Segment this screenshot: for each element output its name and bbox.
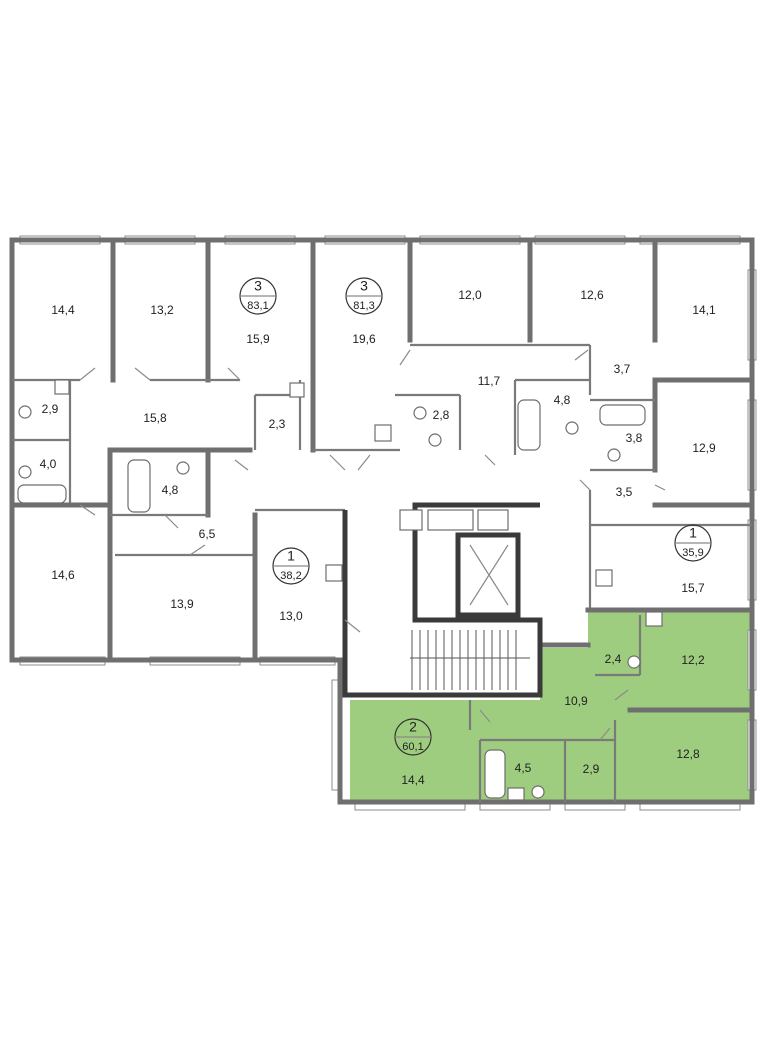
apartment-marker-2[interactable]: 2 60,1 <box>394 718 432 756</box>
room-area: 19,6 <box>352 332 376 346</box>
room-area: 15,7 <box>681 581 705 595</box>
room-area: 14,1 <box>692 303 716 317</box>
room-area: 3,7 <box>614 362 631 376</box>
apartment-marker-1b[interactable]: 1 35,9 <box>674 524 712 562</box>
room-area: 2,8 <box>433 408 450 422</box>
apartment-2-highlight[interactable] <box>350 610 752 802</box>
apartment-marker-3a[interactable]: 3 83,1 <box>239 277 277 315</box>
door-swings <box>79 349 666 741</box>
room-area: 12,0 <box>458 288 482 302</box>
room-area: 4,0 <box>40 457 57 471</box>
apartment-rooms: 3 <box>254 278 262 294</box>
room-area: 4,8 <box>554 393 571 407</box>
apartment-rooms: 3 <box>360 278 368 294</box>
room-area: 14,6 <box>51 568 75 582</box>
apartment-marker-3b[interactable]: 3 81,3 <box>345 277 383 315</box>
room-area-labels: 14,4 13,2 15,9 19,6 12,0 12,6 14,1 11,7 … <box>40 288 716 787</box>
room-area: 14,4 <box>51 303 75 317</box>
apartment-area: 35,9 <box>682 547 703 559</box>
room-area: 3,8 <box>626 431 643 445</box>
apartment-marker-1a[interactable]: 1 38,2 <box>272 547 310 585</box>
building-core <box>342 502 543 698</box>
room-area: 15,9 <box>246 332 270 346</box>
apartment-area: 83,1 <box>247 300 268 312</box>
room-area: 11,7 <box>478 374 501 388</box>
room-area: 12,2 <box>681 653 705 667</box>
apartment-area: 60,1 <box>402 741 423 753</box>
room-area: 6,5 <box>199 527 216 541</box>
room-area: 2,9 <box>583 762 600 776</box>
apartment-rooms: 1 <box>287 548 295 564</box>
room-area: 12,8 <box>676 747 700 761</box>
room-area: 13,0 <box>279 609 303 623</box>
apartment-area: 81,3 <box>353 300 374 312</box>
bath-fixtures <box>17 379 663 801</box>
interior-walls <box>9 237 755 802</box>
room-area: 2,9 <box>42 402 59 416</box>
room-area: 13,9 <box>170 597 194 611</box>
apartment-area: 38,2 <box>280 570 301 582</box>
apartment-rooms: 1 <box>689 525 697 541</box>
room-area: 4,8 <box>162 483 179 497</box>
room-area: 2,3 <box>269 417 286 431</box>
room-area: 15,8 <box>143 411 167 425</box>
exterior-walls <box>9 237 755 805</box>
room-area: 10,9 <box>564 694 588 708</box>
room-area: 13,2 <box>150 303 174 317</box>
room-area: 4,5 <box>515 761 532 775</box>
room-area: 2,4 <box>605 652 622 666</box>
apartment-rooms: 2 <box>409 719 417 735</box>
room-area: 12,6 <box>580 288 604 302</box>
room-area: 12,9 <box>692 441 716 455</box>
room-area: 3,5 <box>616 485 633 499</box>
room-area: 14,4 <box>401 773 425 787</box>
